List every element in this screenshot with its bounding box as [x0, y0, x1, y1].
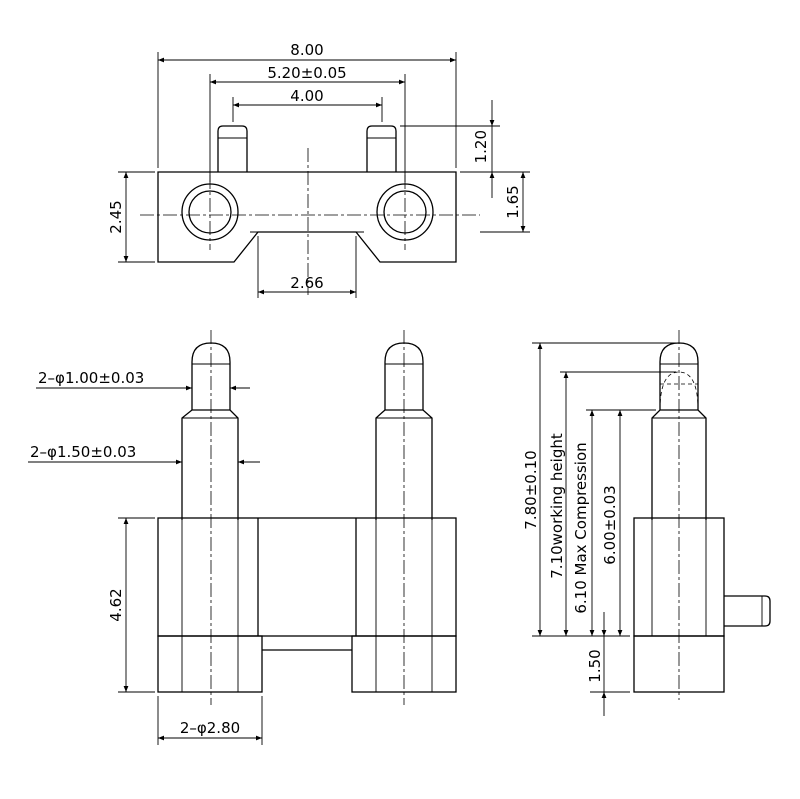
top-view: 8.00 5.20±0.05 4.00 1.20 1.65 2.45 2.66 [107, 41, 530, 298]
dim-front-body-height: 4.62 [107, 588, 125, 621]
dim-barrel-height: 6.00±0.03 [601, 485, 619, 564]
side-view: 7.80±0.10 7.10working height 6.10 Max Co… [522, 330, 771, 716]
dim-inner-spacing: 4.00 [290, 87, 323, 105]
top-view-pin-right [366, 125, 397, 172]
dim-center-height: 1.65 [504, 185, 522, 218]
dim-barrel-diameter: 2–φ1.50±0.03 [30, 443, 136, 461]
dim-pin-spacing: 5.20±0.05 [267, 64, 346, 82]
top-view-pin-left [217, 125, 248, 172]
dim-max-compression: 6.10 Max Compression [572, 442, 590, 613]
dim-overall-width: 8.00 [290, 41, 323, 59]
dim-working-height: 7.10working height [548, 433, 566, 579]
side-view-peg [724, 595, 771, 627]
dim-body-height: 2.45 [107, 200, 125, 233]
dim-slot-width: 2.66 [290, 274, 323, 292]
front-view: 2–φ1.00±0.03 2–φ1.50±0.03 4.62 2–φ2.80 [28, 330, 457, 745]
front-view-base-left [157, 635, 263, 693]
dim-tip-diameter: 2–φ1.00±0.03 [38, 369, 144, 387]
front-view-body [157, 517, 457, 637]
dim-base-height: 1.50 [586, 649, 604, 682]
dim-base-diameter: 2–φ2.80 [180, 719, 240, 737]
dim-pin-protrusion: 1.20 [472, 130, 490, 163]
dim-total-height: 7.80±0.10 [522, 450, 540, 529]
